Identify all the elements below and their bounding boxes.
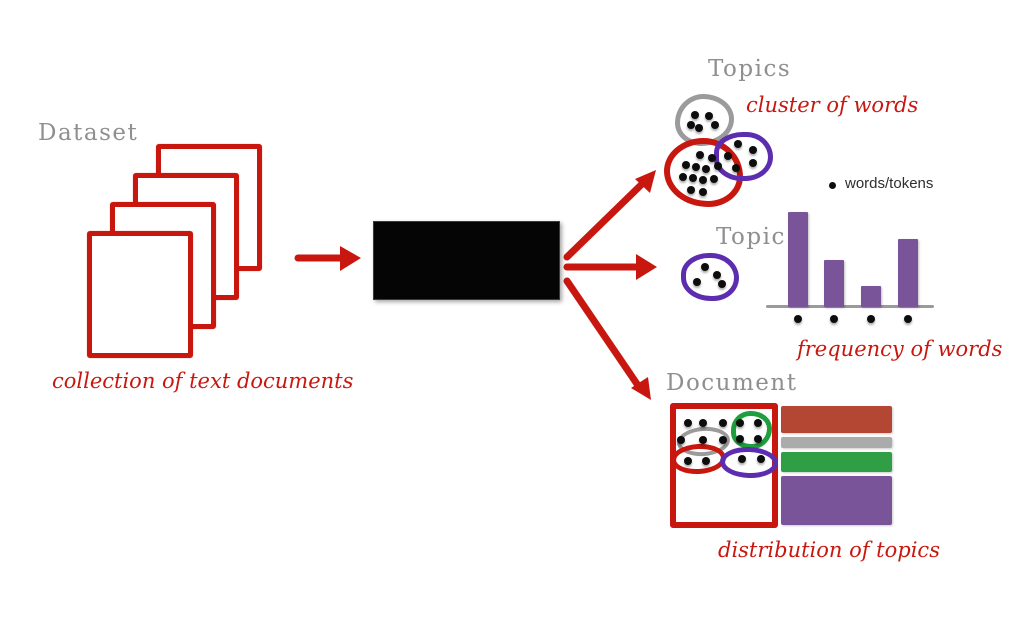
topic-share-bar — [781, 476, 892, 525]
legend-label: words/tokens — [845, 175, 934, 192]
purple-topic-cluster-dot — [749, 146, 757, 154]
arrow-to-topic — [563, 254, 657, 280]
red-topic-cluster-dot — [682, 161, 690, 169]
red-topic-cluster-dot — [702, 165, 710, 173]
document-word-dot — [738, 455, 746, 463]
topic-label: Topic — [716, 224, 786, 250]
topic-share-bar — [781, 406, 892, 433]
document-label: Document — [666, 370, 798, 396]
document-word-dot — [684, 419, 692, 427]
document-word-dot — [719, 436, 727, 444]
chart-x-axis — [766, 305, 934, 308]
red-topic-cluster-dot — [679, 173, 687, 181]
red-topic-cluster-dot — [696, 151, 704, 159]
document-frame — [670, 403, 778, 528]
frequency-bar — [788, 212, 808, 307]
topic-caption: frequency of words — [797, 337, 1003, 361]
red-topic-cluster-dot — [687, 186, 695, 194]
green-oval — [731, 411, 772, 449]
topics-label: Topics — [708, 56, 792, 82]
topic-word-dot — [701, 263, 709, 271]
document-word-dot — [736, 435, 744, 443]
gray-topic-cluster-dot — [691, 111, 699, 119]
dataset-label: Dataset — [38, 120, 139, 146]
input-arrow — [294, 246, 361, 271]
document-word-dot — [677, 436, 685, 444]
topic-word-dot — [713, 271, 721, 279]
gray-topic-cluster-dot — [687, 121, 695, 129]
red-topic-cluster-dot — [692, 163, 700, 171]
legend-bullet-dot-icon — [829, 182, 836, 189]
x-axis-word-dot — [867, 315, 875, 323]
document-word-dot — [702, 457, 710, 465]
topic-cluster-outline — [681, 253, 739, 301]
purple-topic-cluster-dot — [732, 164, 740, 172]
purple-topic-cluster-dot — [724, 152, 732, 160]
topic-share-bar — [781, 452, 892, 472]
red-topic-cluster-dot — [689, 174, 697, 182]
arrow-to-topics — [563, 170, 656, 261]
topic-word-dot — [693, 278, 701, 286]
document-word-dot — [699, 436, 707, 444]
purple-topic-cluster-outline — [714, 132, 773, 181]
red-topic-cluster-dot — [710, 175, 718, 183]
document-caption: distribution of topics — [718, 538, 940, 562]
frequency-bar — [824, 260, 844, 307]
x-axis-word-dot — [904, 315, 912, 323]
document-word-dot — [699, 419, 707, 427]
frequency-bar — [861, 286, 881, 307]
topic-word-dot — [718, 280, 726, 288]
document-word-dot — [736, 419, 744, 427]
document-word-dot — [754, 419, 762, 427]
frequency-bar — [898, 239, 918, 307]
document-page — [87, 231, 193, 358]
document-word-dot — [719, 419, 727, 427]
topic-share-bar — [781, 437, 892, 448]
red-topic-cluster-dot — [714, 162, 722, 170]
document-word-dot — [754, 435, 762, 443]
red-topic-cluster-dot — [699, 188, 707, 196]
x-axis-word-dot — [830, 315, 838, 323]
document-word-dot — [757, 455, 765, 463]
gray-topic-cluster-dot — [695, 124, 703, 132]
red-topic-cluster-dot — [699, 176, 707, 184]
gray-topic-cluster-dot — [711, 121, 719, 129]
purple-topic-cluster-dot — [749, 159, 757, 167]
model-box — [373, 221, 560, 300]
arrow-to-document — [563, 277, 651, 400]
dataset-caption: collection of text documents — [52, 369, 354, 393]
topics-caption: cluster of words — [746, 93, 919, 117]
red-topic-cluster-dot — [708, 154, 716, 162]
purple-topic-cluster-dot — [734, 140, 742, 148]
gray-topic-cluster-dot — [705, 112, 713, 120]
x-axis-word-dot — [794, 315, 802, 323]
document-word-dot — [684, 457, 692, 465]
